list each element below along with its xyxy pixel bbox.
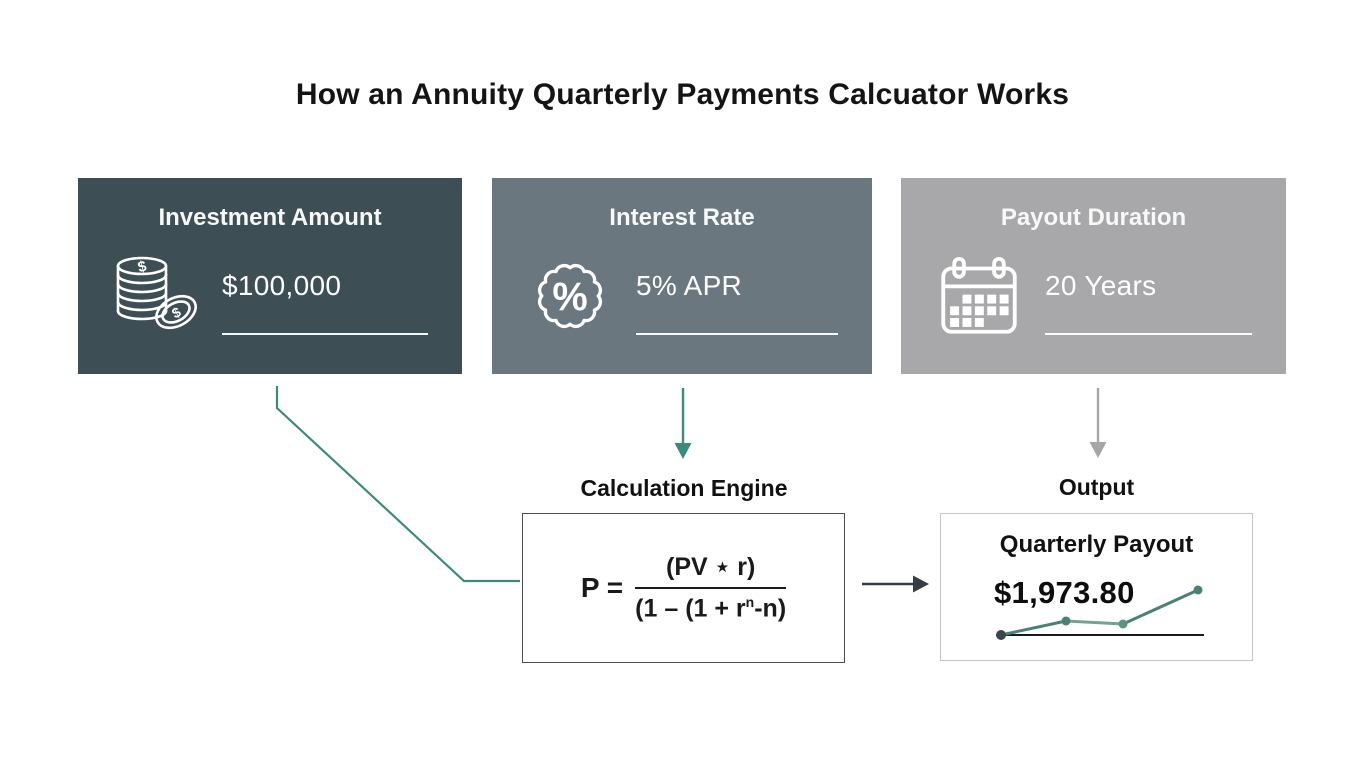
formula-lhs: P = xyxy=(580,571,624,603)
payout-duration-value: 20 Years xyxy=(1045,270,1157,301)
interest-rate-value: 5% APR xyxy=(636,270,743,301)
formula-numerator: (PV ⋆ r) xyxy=(666,553,756,582)
output-label: Output xyxy=(1058,474,1135,500)
card-label: Interest Rate xyxy=(609,204,755,231)
calendar-icon xyxy=(919,246,1039,346)
quarterly-payout-heading: Quarterly Payout xyxy=(999,531,1194,558)
arrow-engine-to-output xyxy=(862,575,929,593)
card-payout-duration: Payout Duration 20 Years xyxy=(901,178,1286,374)
annuity-formula: P = (PV ⋆ r) (1 – (1 + rn-n) xyxy=(580,552,787,623)
engine-label: Calculation Engine xyxy=(580,475,788,501)
value-underline xyxy=(1045,333,1252,335)
svg-text:%: % xyxy=(552,275,587,319)
card-label: Payout Duration xyxy=(1000,204,1187,231)
connector-investment-to-engine xyxy=(275,386,520,583)
formula-denominator: (1 – (1 + rn-n) xyxy=(635,587,787,623)
svg-text:$: $ xyxy=(169,303,184,321)
percent-badge-icon: % xyxy=(510,246,630,346)
output-box: Quarterly Payout $1,973.80 xyxy=(940,513,1253,661)
quarterly-payout-value: $1,973.80 xyxy=(994,575,1135,610)
page-title: How an Annuity Quarterly Payments Calcua… xyxy=(295,78,1070,111)
card-label: Investment Amount xyxy=(158,204,382,231)
formula-fraction: (PV ⋆ r) (1 – (1 + rn-n) xyxy=(635,552,787,623)
payout-sparkline-chart xyxy=(996,585,1204,640)
arrow-interest-to-engine xyxy=(674,388,692,459)
calculation-engine-box: P = (PV ⋆ r) (1 – (1 + rn-n) xyxy=(522,513,845,663)
coins-icon: $ $ xyxy=(96,246,216,346)
value-underline xyxy=(222,333,428,335)
card-interest-rate: Interest Rate % 5% APR xyxy=(492,178,872,374)
card-investment-amount: Investment Amount $ $ $100,000 xyxy=(78,178,462,374)
arrow-duration-to-output xyxy=(1089,388,1107,458)
value-underline xyxy=(636,333,838,335)
investment-amount-value: $100,000 xyxy=(222,270,342,301)
